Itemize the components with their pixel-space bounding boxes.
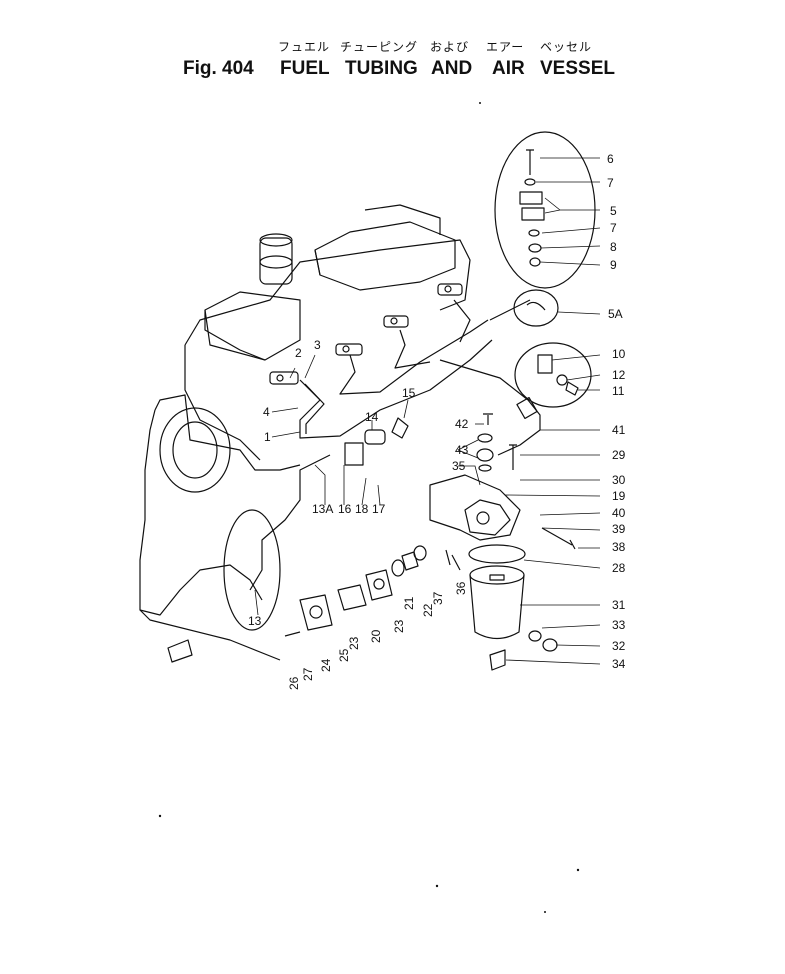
- callout-1: 1: [264, 430, 271, 444]
- callout-29: 29: [612, 448, 626, 462]
- banjo-fitting: [344, 442, 364, 466]
- callout-39: 39: [612, 522, 626, 536]
- callout-13a: 13A: [312, 502, 333, 516]
- bolt-29: [509, 444, 517, 470]
- callout-5a: 5A: [608, 307, 623, 321]
- callout-21: 21: [402, 596, 416, 610]
- callout-40: 40: [612, 506, 626, 520]
- washer-33: [528, 630, 542, 642]
- callout-35: 35: [452, 459, 466, 473]
- callout-4: 4: [263, 405, 270, 419]
- callout-23: 23: [392, 619, 406, 633]
- callout-20: 20: [369, 629, 383, 643]
- callout-10: 10: [612, 347, 626, 361]
- callout-43: 43: [455, 443, 469, 457]
- pipe-elbow: [391, 417, 409, 439]
- title-fuel: FUEL: [280, 58, 330, 79]
- callout-16: 16: [338, 502, 352, 516]
- callout-37: 37: [431, 591, 445, 605]
- callout-8: 8: [610, 240, 617, 254]
- title-air: AIR: [492, 58, 525, 79]
- bolt-36: [445, 549, 461, 571]
- callout-25: 25: [337, 648, 351, 662]
- title-tubing: TUBING: [345, 58, 418, 79]
- callout-labels: 6 7 5 7 8 9 5A 10 12 11 41 29 30 19 40 3…: [248, 152, 626, 690]
- callout-38: 38: [612, 540, 626, 554]
- jp-air: エアー: [486, 40, 525, 54]
- callout-17: 17: [372, 502, 386, 516]
- stray-marks: [158, 102, 580, 913]
- callout-5: 5: [610, 204, 617, 218]
- valve-cover-rear: [314, 204, 456, 291]
- callout-7b: 7: [610, 221, 617, 235]
- callout-30: 30: [612, 473, 626, 487]
- fig-label: Fig. 404: [183, 58, 254, 79]
- callout-14: 14: [365, 410, 379, 424]
- valve-cover-front: [204, 233, 301, 361]
- jp-tubing: チューピング: [340, 40, 419, 54]
- callout-42: 42: [455, 417, 469, 431]
- title-and: AND: [431, 58, 473, 79]
- callout-3: 3: [314, 338, 321, 352]
- callout-23b: 23: [347, 636, 361, 650]
- callout-32: 32: [612, 639, 626, 653]
- callout-22: 22: [421, 603, 435, 617]
- callout-7: 7: [607, 176, 614, 190]
- callout-9: 9: [610, 258, 617, 272]
- callout-31: 31: [612, 598, 626, 612]
- callout-41: 41: [612, 423, 626, 437]
- callout-11: 11: [612, 384, 625, 398]
- callout-6: 6: [607, 152, 614, 166]
- detail-ellipse-13: [223, 509, 281, 631]
- title-vessel: VESSEL: [540, 58, 615, 79]
- callout-12: 12: [612, 368, 626, 382]
- filter-bowl: [469, 565, 525, 671]
- callout-33: 33: [612, 618, 626, 632]
- bracket: [167, 639, 193, 663]
- callout-19: 19: [612, 489, 626, 503]
- connector: [364, 429, 386, 445]
- callout-27: 27: [301, 667, 315, 681]
- figure-title: Fig. 404 FUEL TUBING AND AIR VESSEL: [183, 58, 623, 82]
- injectors: [269, 283, 463, 385]
- leader-lines: [254, 157, 601, 665]
- bolt-38: [541, 527, 576, 550]
- callout-36: 36: [454, 581, 468, 595]
- tube-13: [249, 454, 331, 591]
- detail-ellipse-5a: [513, 289, 559, 327]
- jp-vessel: ベッセル: [540, 40, 593, 54]
- bolt-42: [483, 413, 493, 425]
- nut-32: [542, 638, 558, 652]
- callout-2: 2: [295, 346, 302, 360]
- callout-13: 13: [248, 614, 262, 628]
- callout-26: 26: [287, 676, 301, 690]
- callout-15: 15: [402, 386, 416, 400]
- jp-and: および: [430, 40, 470, 54]
- engine-block: [139, 239, 471, 661]
- callout-18: 18: [355, 502, 369, 516]
- gasket-28: [468, 544, 526, 564]
- callout-34: 34: [612, 657, 626, 671]
- fuel-tubing: [299, 299, 531, 439]
- callout-24: 24: [319, 658, 333, 672]
- detail-ellipse-10-12: [514, 342, 592, 408]
- strainer-housing: [429, 474, 521, 541]
- callout-28: 28: [612, 561, 626, 575]
- jp-fuel: フュエル: [278, 40, 331, 54]
- air-vessel-parts: [284, 545, 427, 637]
